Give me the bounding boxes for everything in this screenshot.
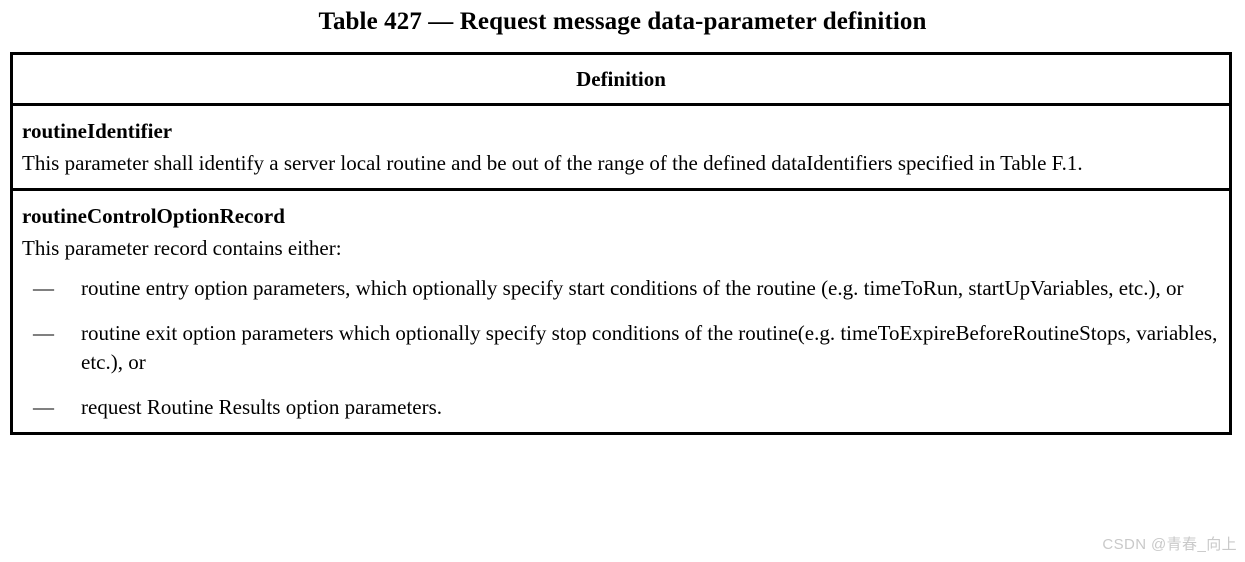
dash-marker-icon: — — [33, 321, 54, 345]
parameter-name: routineControlOptionRecord — [22, 204, 285, 228]
list-item-text: routine exit option parameters which opt… — [81, 321, 1218, 374]
table-row: routineIdentifier This parameter shall i… — [11, 104, 1231, 191]
row-routine-identifier: routineIdentifier This parameter shall i… — [11, 104, 1231, 191]
page-title: Table 427 — Request message data-paramet… — [318, 8, 927, 35]
parameter-name: routineIdentifier — [22, 119, 173, 143]
dash-marker-icon: — — [33, 276, 54, 300]
list-item-text: request Routine Results option parameter… — [81, 395, 443, 419]
watermark: CSDN @青春_向上 — [1102, 536, 1237, 553]
list-item: — routine entry option parameters, which… — [22, 274, 1220, 303]
table-row: routineControlOptionRecord This paramete… — [12, 190, 1231, 434]
list-item: — routine exit option parameters which o… — [22, 319, 1220, 377]
table-header-row: Definition — [11, 53, 1231, 106]
column-header-definition: Definition — [11, 53, 1231, 106]
dash-marker-icon: — — [33, 395, 54, 419]
list-item-text: routine entry option parameters, which o… — [81, 276, 1184, 300]
option-list: — routine entry option parameters, which… — [22, 274, 1220, 422]
parameter-description: This parameter record contains either: — [22, 236, 342, 260]
definition-table: Definition routineIdentifier This parame… — [10, 52, 1232, 435]
list-item: — request Routine Results option paramet… — [22, 393, 1220, 422]
row-routine-control-option-record: routineControlOptionRecord This paramete… — [12, 190, 1231, 434]
parameter-description: This parameter shall identify a server l… — [22, 151, 1083, 175]
